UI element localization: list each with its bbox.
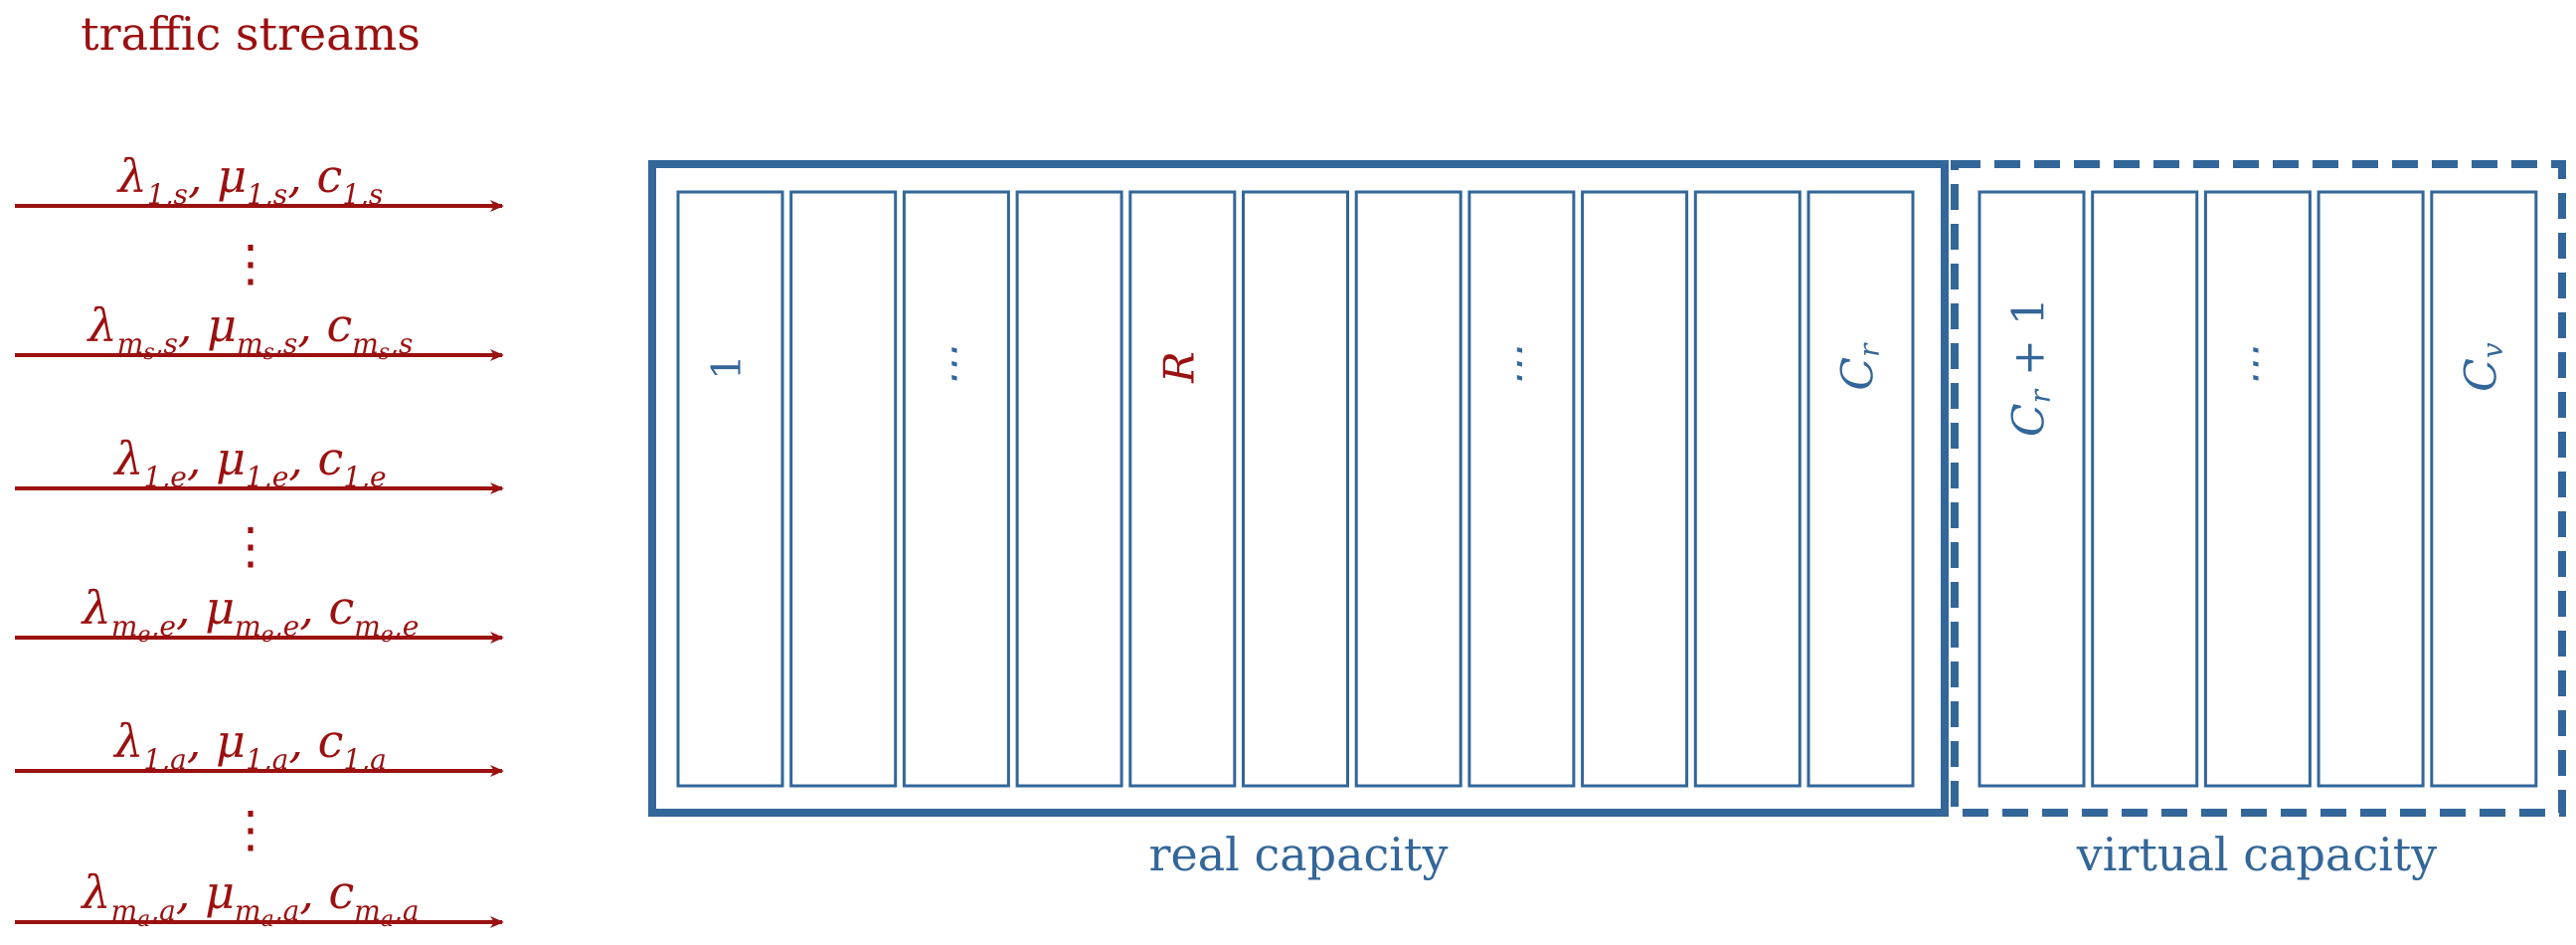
capacity-cell xyxy=(1693,190,1802,788)
cell-label: Cr xyxy=(1832,342,1885,391)
capacity-cell: R xyxy=(1128,190,1237,788)
stream-parameters: λms,s, μms,s, cms,s xyxy=(86,298,414,365)
virtual-capacity-label: virtual capacity xyxy=(2076,828,2438,881)
stream-parameters: λ1,s, μ1,s, c1,s xyxy=(116,149,384,211)
capacity-cell xyxy=(2317,190,2425,788)
capacity-cell: ⋯ xyxy=(1467,190,1576,788)
capacity-cell: Cr xyxy=(1806,190,1915,788)
vertical-ellipsis: ⋮ xyxy=(226,801,275,858)
cell-label: R xyxy=(1154,351,1203,384)
capacity-cell xyxy=(1354,190,1462,788)
capacity-cell xyxy=(1242,190,1349,788)
vertical-ellipsis: ⋮ xyxy=(226,517,275,575)
cell-label: ⋯ xyxy=(929,346,977,388)
stream-parameters: λme,e, μme,e, cme,e xyxy=(81,581,420,648)
traffic-streams: λ1,s, μ1,s, c1,s ⋮ λms,s, μms,s, cms,s λ1,e… xyxy=(15,149,504,932)
cell-label: Cr + 1 xyxy=(2003,297,2056,437)
capacity-cell: 1 xyxy=(676,190,784,788)
stream-parameters: λ1,e, μ1,e, c1,e xyxy=(112,432,386,493)
stream-parameters: λ1,a, μ1,a, c1,a xyxy=(112,714,387,776)
virtual-capacity-box xyxy=(1951,160,2566,817)
traffic-streams-title: traffic streams xyxy=(81,7,421,61)
vertical-ellipsis: ⋮ xyxy=(226,235,275,292)
capacity-cell: ⋯ xyxy=(902,190,1010,788)
capacity-cell: Cv xyxy=(2430,190,2538,788)
capacity-cell xyxy=(789,190,898,788)
cell-label: Cv xyxy=(2456,342,2508,392)
cell-label: 1 xyxy=(705,354,751,379)
real-capacity-label: real capacity xyxy=(1149,828,1449,881)
real-capacity-box xyxy=(648,160,1949,817)
capacity-cell xyxy=(1015,190,1123,788)
capacity-cell: ⋯ xyxy=(2203,190,2312,788)
capacity-cell xyxy=(2091,190,2199,788)
virtual-capacity-cells: Cr + 1 ⋯ Cv xyxy=(1977,190,2538,788)
capacity-cell: Cr + 1 xyxy=(1977,190,2086,788)
stream-parameters: λma,a, μma,a, cma,a xyxy=(80,865,419,932)
capacity-cell xyxy=(1581,190,1689,788)
real-capacity-cells: 1 ⋯ R ⋯ Cr xyxy=(676,190,1915,788)
cell-label: ⋯ xyxy=(1493,346,1542,388)
cell-label: ⋯ xyxy=(2230,346,2279,388)
